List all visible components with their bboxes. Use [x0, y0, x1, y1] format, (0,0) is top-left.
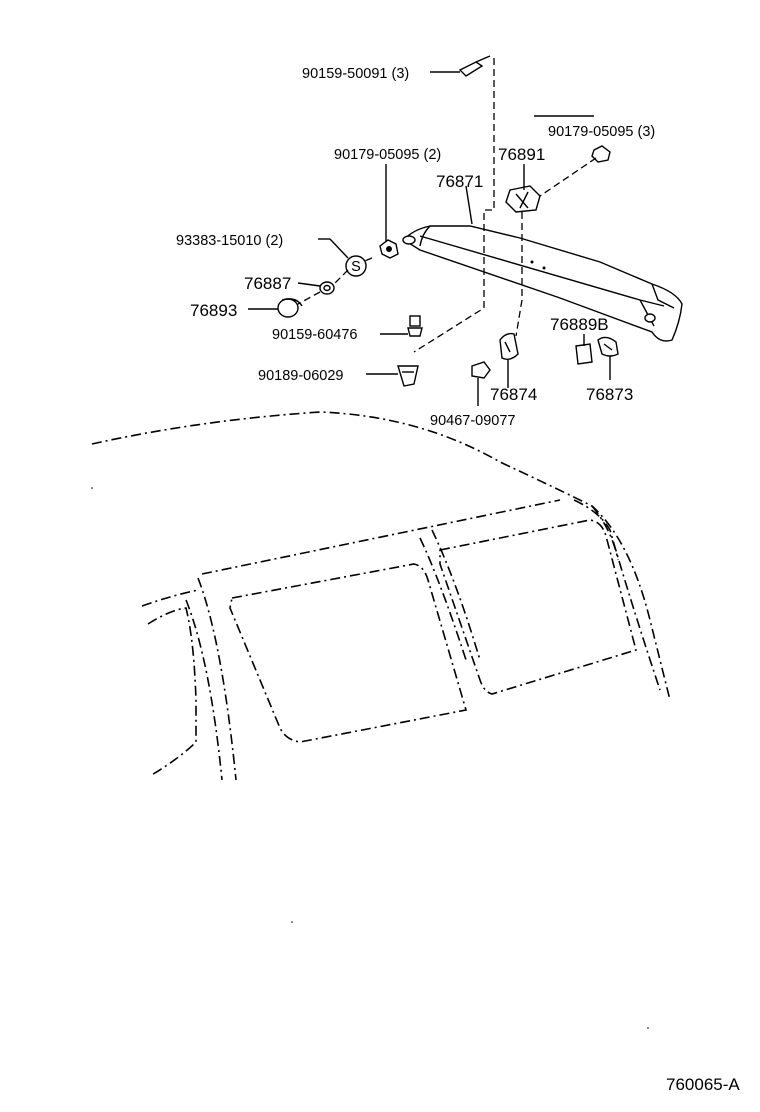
pad-icon: [499, 332, 519, 361]
label-screw-lower: 90159-60476: [272, 327, 357, 343]
label-bracket: 76891: [498, 145, 545, 164]
label-washer: 76887: [244, 274, 291, 293]
label-cover: 76873: [586, 385, 633, 404]
nut-right-icon: [591, 145, 611, 163]
label-clip-lower: 90189-06029: [258, 368, 343, 384]
drawing-id: 760065-A: [666, 1075, 740, 1094]
label-nut-right: 90179-05095 (3): [548, 124, 655, 140]
vehicle-body-outline: [91, 411, 671, 781]
label-spoiler: 76871: [436, 172, 483, 191]
label-pad: 76874: [490, 385, 537, 404]
plate-icon: [575, 343, 593, 365]
bracket-icon: [505, 185, 541, 213]
s-mark: S: [351, 259, 361, 275]
leader-lines: [248, 71, 611, 406]
cap-icon: [277, 298, 303, 318]
label-nut-left: 90179-05095 (2): [334, 147, 441, 163]
screw-top-icon: [458, 55, 491, 77]
label-plate: 76889B: [550, 315, 609, 334]
clip-small-icon: [471, 361, 491, 379]
cover-icon: [597, 336, 619, 357]
clip-lower-icon: [397, 365, 419, 387]
label-seal: 93383-15010 (2): [176, 233, 283, 249]
label-screw-top: 90159-50091 (3): [302, 66, 409, 82]
part-labels: 90159-50091 (3) 90179-05095 (3) 90179-05…: [176, 66, 655, 429]
washer-icon: [319, 281, 335, 295]
assembly-lines: [297, 58, 597, 353]
label-cap: 76893: [190, 301, 237, 320]
screw-lower-icon: [407, 315, 423, 337]
rear-spoiler: [402, 225, 683, 342]
seal-s-icon: S: [345, 255, 367, 277]
nut-left-icon: [379, 239, 399, 259]
label-clip-small: 90467-09077: [430, 413, 515, 429]
